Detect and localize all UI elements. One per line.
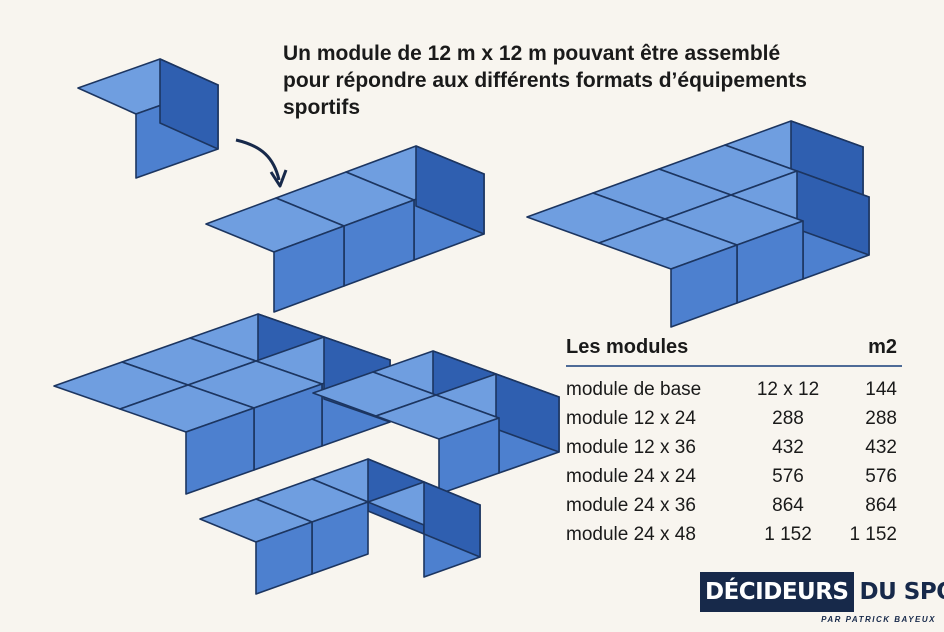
block-front-face — [670, 244, 738, 328]
curved-arrow-icon — [235, 138, 281, 181]
module-block — [367, 481, 481, 578]
module-block — [375, 394, 500, 495]
assembly-24x36-cubes — [53, 313, 391, 495]
block-front-face — [185, 407, 255, 495]
module-dims: 864 — [772, 494, 804, 516]
module-block — [205, 197, 345, 313]
table-row: module 12 x 36 432 432 — [566, 433, 902, 462]
module-block — [730, 170, 870, 280]
assembly-24x24-cubes — [312, 350, 560, 495]
block-side-face — [423, 481, 481, 558]
module-name: module 24 x 24 — [566, 465, 696, 487]
module-area: 432 — [865, 436, 897, 458]
table-row: module 24 x 48 1 152 1 152 — [566, 520, 902, 549]
module-name: module 24 x 36 — [566, 494, 696, 516]
module-block — [345, 145, 485, 261]
module-block — [598, 218, 738, 328]
block-side-face — [796, 170, 870, 256]
module-area: 288 — [865, 407, 897, 429]
module-name: module 24 x 48 — [566, 523, 696, 545]
block-side-face — [415, 145, 485, 235]
module-block — [435, 373, 560, 474]
logo-byline: PAR PATRICK BAYEUX — [821, 615, 936, 624]
table-unit-header: m2 — [868, 336, 897, 358]
arrow-head — [269, 169, 288, 188]
module-dims: 432 — [772, 436, 804, 458]
modules-table: Les modules m2 module de base 12 x 12 14… — [566, 336, 902, 549]
table-title: Les modules — [566, 336, 689, 358]
table-row: module 12 x 24 288 288 — [566, 404, 902, 433]
module-area: 864 — [865, 494, 897, 516]
module-dims: 288 — [772, 407, 804, 429]
module-area: 144 — [865, 378, 897, 400]
module-block — [199, 498, 313, 595]
single-module-cube — [77, 58, 219, 179]
module-name: module 12 x 24 — [566, 407, 696, 429]
block-side-face — [495, 373, 560, 453]
logo-light-text: DU SPORT — [859, 579, 944, 605]
decideurs-du-sport-logo: DÉCIDEURS DU SPORT PAR PATRICK BAYEUX — [700, 572, 944, 626]
table-row: module de base 12 x 12 144 — [566, 375, 902, 404]
module-name: module 12 x 36 — [566, 436, 696, 458]
module-dims: 1 152 — [764, 523, 812, 545]
headline-line-2: pour répondre aux différents formats d’é… — [283, 69, 807, 92]
module-block — [119, 384, 255, 495]
module-name: module de base — [566, 378, 702, 400]
headline: Un module de 12 m x 12 m pouvant être as… — [283, 40, 903, 121]
module-area: 576 — [865, 465, 897, 487]
headline-line-1: Un module de 12 m x 12 m pouvant être as… — [283, 42, 781, 65]
logo-dark-text: DÉCIDEURS — [700, 572, 854, 612]
headline-line-3: sportifs — [283, 96, 361, 119]
module-dims: 12 x 12 — [756, 378, 820, 400]
block-side-face — [159, 58, 219, 150]
module-dims: 576 — [772, 465, 804, 487]
table-row: module 24 x 24 576 576 — [566, 462, 902, 491]
modules-table-header: Les modules m2 — [566, 336, 902, 367]
assembly-24x48-cubes — [526, 120, 870, 328]
table-row: module 24 x 36 864 864 — [566, 491, 902, 520]
block-front-face — [273, 225, 345, 313]
assembly-l-shape-cubes — [199, 458, 481, 595]
module-block — [664, 194, 804, 304]
module-block — [77, 58, 219, 179]
block-front-face — [255, 521, 313, 595]
assembly-12x36-cubes — [205, 145, 485, 313]
block-front-face — [438, 417, 500, 495]
module-area: 1 152 — [849, 523, 897, 545]
